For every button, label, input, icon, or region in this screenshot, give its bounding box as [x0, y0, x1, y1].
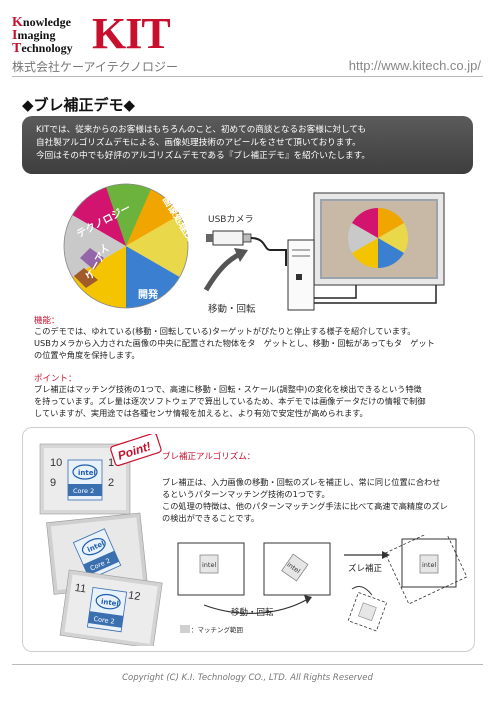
demo-photos: 10 9 1 2 intel Core 2 intel Core 2 11 12…	[39, 434, 163, 646]
function-text: このデモでは、ゆれている(移動・回転している)ターゲットがぴたりと停止する様子を…	[34, 326, 435, 360]
correction-label: ズレ補正	[348, 563, 383, 574]
legend-swatch	[180, 625, 190, 633]
monitor-icon	[313, 192, 445, 286]
usb-camera-label: USBカメラ	[208, 215, 254, 225]
svg-text:intel: intel	[202, 561, 216, 569]
company-url[interactable]: http://www.kitech.co.jp/	[348, 58, 481, 73]
footer-divider	[12, 664, 483, 665]
svg-text:2: 2	[108, 477, 114, 489]
svg-text:10: 10	[50, 457, 62, 469]
panel-text: ブレ補正は、入力画像の移動・回転のズレを補正し、常に同じ位置に合わせ るというパ…	[162, 477, 448, 523]
correction-diagram: intel intel ズレ補正 intel	[177, 535, 468, 633]
pc-tower-icon	[287, 239, 315, 311]
logo-kit-mark: KIT	[92, 9, 171, 58]
point-text: ブレ補正はマッチング技術の1つで、高速に移動・回転・スケール(調整中)の変化を検…	[34, 384, 426, 418]
svg-text:9: 9	[50, 477, 56, 489]
motion-arrow-icon	[203, 251, 242, 292]
usb-camera-icon	[206, 230, 271, 251]
color-wheel-target	[63, 183, 189, 309]
intro-box: KITでは、従来からのお客様はもちろんのこと、初めての商談となるお客様に対しても…	[22, 116, 473, 174]
logo-wordmark: Knowledge Imaging Technology	[12, 15, 73, 56]
legend-label: ：マッチング範囲	[191, 626, 243, 634]
photo-moved: 11 12 intel Core 2	[59, 569, 163, 646]
header-divider	[12, 76, 483, 77]
svg-text:Core 2: Core 2	[73, 487, 94, 495]
demo-illustration: テクノロジー 画像処理技術の ケーアイ 開発	[63, 183, 445, 311]
motion-label: 移動・回転	[208, 304, 256, 315]
function-heading: 機能：	[34, 316, 60, 326]
svg-text:12: 12	[127, 589, 141, 603]
svg-text:intel: intel	[78, 469, 96, 477]
intro-line: 今回はその中でも好評のアルゴリズムデモである『ブレ補正デモ』を紹介いたします。	[36, 151, 370, 161]
intro-line: KITでは、従来からのお客様はもちろんのこと、初めての商談となるお客様に対しても	[36, 125, 367, 135]
wheel-text: 開発	[138, 288, 159, 301]
intro-line: 自社製アルゴリズムデモによる、画像処理技術のアピールをさせて頂いております。	[36, 138, 361, 148]
company-name: 株式会社ケーアイテクノロジー	[12, 60, 178, 74]
copyright: Copyright (C) K.I. Technology CO., LTD. …	[122, 673, 373, 683]
svg-text:intel: intel	[101, 598, 120, 608]
svg-text:Core 2: Core 2	[93, 615, 115, 626]
svg-text:intel: intel	[422, 561, 436, 569]
section-title: ◆ブレ補正デモ◆	[22, 96, 136, 114]
panel-title: ブレ補正アルゴリズム：	[162, 452, 256, 462]
point-badge: Point!	[110, 434, 162, 467]
svg-text:11: 11	[74, 582, 87, 595]
motion-arrow-icon	[203, 598, 309, 614]
diagram-motion-label: 移動・回転	[231, 608, 274, 618]
point-heading: ポイント：	[34, 374, 77, 384]
svg-text:1: 1	[108, 457, 114, 469]
